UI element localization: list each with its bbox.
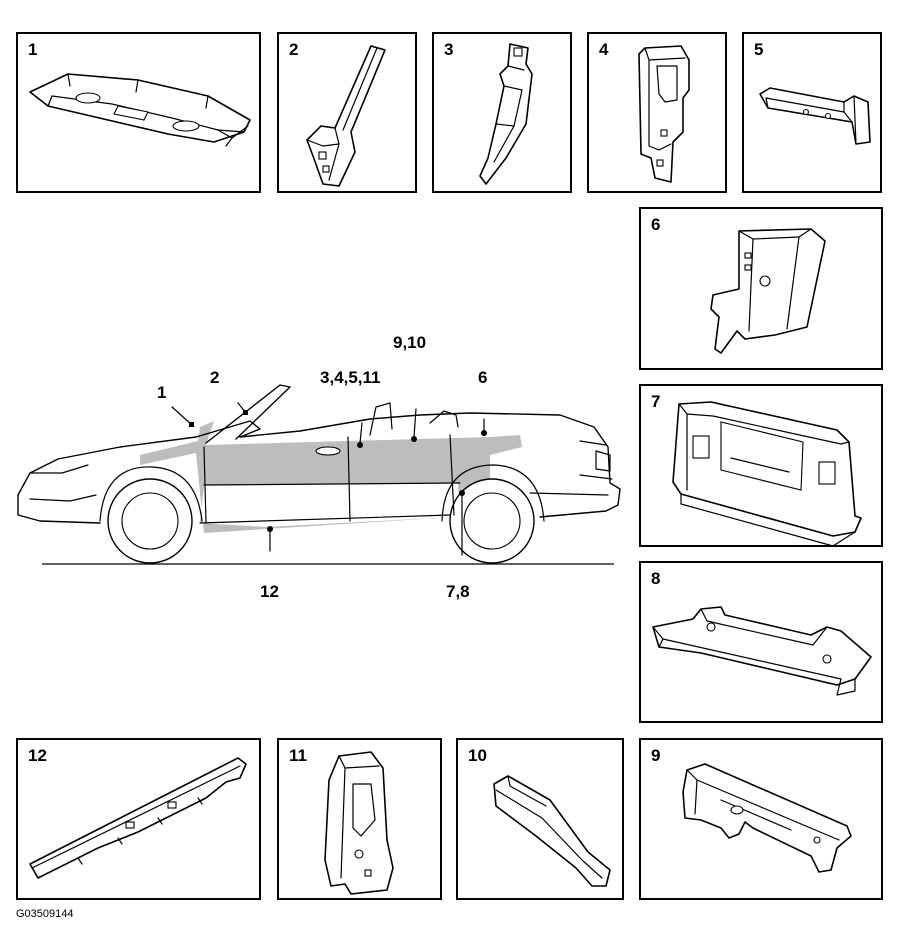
part-panel-6: 6 [639,207,883,370]
part-panel-12: 12 [16,738,261,900]
callout-12: 12 [260,582,279,601]
part-panel-5: 5 [742,32,882,193]
part-panel-3: 3 [432,32,572,193]
car-side-view [17,384,621,565]
panel-number: 8 [651,569,661,588]
part-3-drawing [479,43,533,185]
part-9-drawing [682,763,852,873]
callout-6: 6 [478,368,488,387]
panel-number: 3 [444,40,454,59]
front-wheel [107,478,193,564]
panel-number: 6 [651,215,661,234]
panel-number: 1 [28,40,38,59]
panel-number: 11 [289,746,307,765]
part-5-drawing [759,87,871,145]
part-1-drawing [29,73,251,147]
part-panel-4: 4 [587,32,727,193]
part-10-drawing [493,775,611,887]
part-panel-8: 8 [639,561,883,723]
callout-3-4-5-11: 3,4,5,11 [320,368,381,387]
figure-code: G03509144 [16,908,74,920]
part-6-drawing [710,228,826,354]
part-panel-11: 11 [277,738,442,900]
callout-7-8: 7,8 [446,582,470,601]
callout-9-10: 9,10 [393,333,427,352]
panel-number: 12 [28,746,47,765]
panel-number: 5 [754,40,764,59]
part-panel-2: 2 [277,32,417,193]
panel-number: 9 [651,746,661,765]
part-panel-10: 10 [456,738,624,900]
part-panel-7: 7 [639,384,883,547]
part-4-drawing [638,45,690,183]
highlight-region [140,421,522,533]
part-panel-9: 9 [639,738,883,900]
panel-number: 2 [289,40,299,59]
panel-number: 4 [599,40,609,59]
part-12-drawing [29,757,247,879]
part-8-drawing [652,606,872,696]
panel-number: 10 [468,746,487,765]
callout-2: 2 [210,368,220,387]
panel-number: 7 [651,392,661,411]
part-7-drawing [672,401,862,547]
part-11-drawing [324,751,394,895]
rear-wheel [449,478,535,564]
callout-1: 1 [157,383,167,402]
part-2-drawing [306,45,386,187]
part-panel-1: 1 [16,32,261,193]
